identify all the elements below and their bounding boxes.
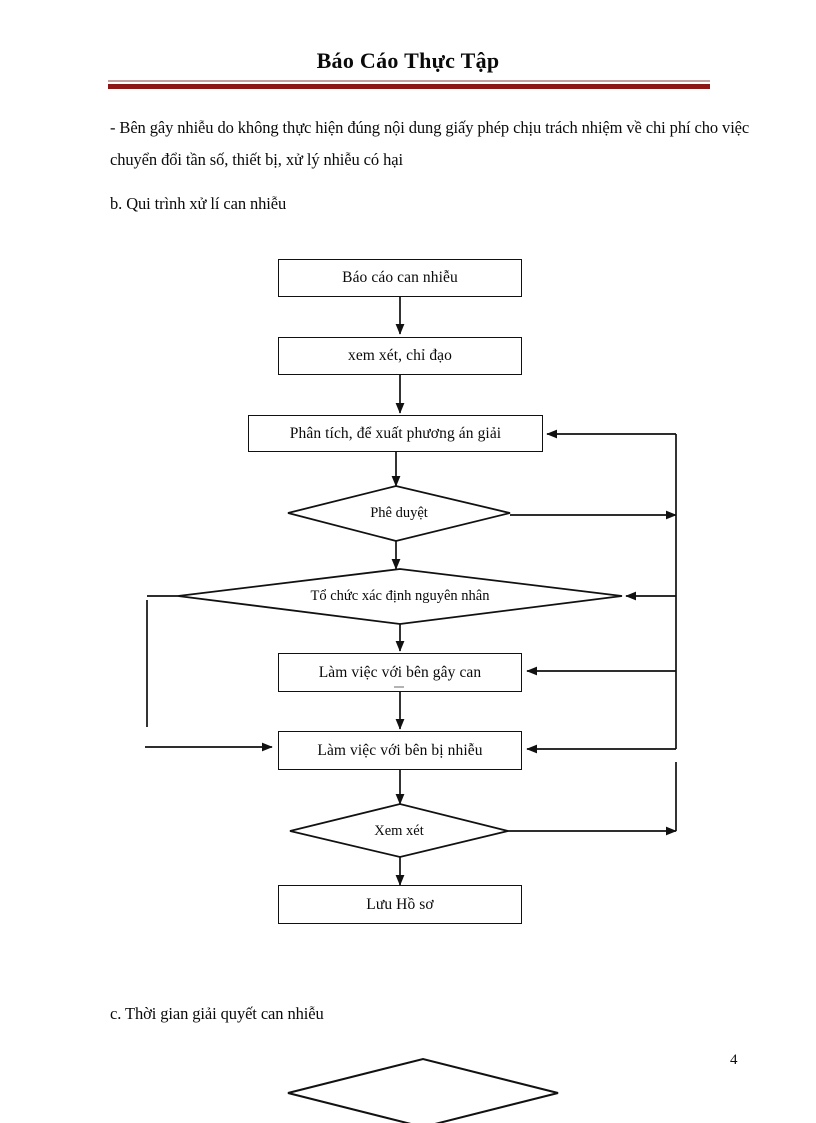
page-header: Báo Cáo Thực Tập — [0, 0, 816, 96]
flow-node-bao-cao-can-nhieu[interactable]: Báo cáo can nhiễu — [278, 259, 522, 297]
page-title: Báo Cáo Thực Tập — [316, 48, 500, 73]
page-number: 4 — [730, 1052, 738, 1068]
heading-section-b: b. Qui trình xử lí can nhiễu — [110, 194, 287, 213]
flow-node-label: Xem xét — [374, 822, 424, 839]
flow-node-label: Làm việc với bên gây can — [318, 663, 482, 681]
flow-node-label: Tổ chức xác định nguyên nhân — [310, 587, 490, 604]
heading-section-c: c. Thời gian giải quyết can nhiễu — [110, 1004, 324, 1023]
scan-artifact-mark — [394, 686, 404, 688]
flow-node-phe-duyet[interactable]: Phê duyệt — [288, 499, 510, 527]
paragraph-responsibility: - Bên gây nhiễu do không thực hiện đúng … — [110, 118, 750, 170]
flow-node-label: Báo cáo can nhiễu — [342, 269, 458, 286]
flow-node-xem-xet-chi-dao[interactable]: xem xét, chỉ đạo — [278, 337, 522, 375]
flow-node-luu-ho-so[interactable]: Lưu Hồ sơ — [278, 885, 522, 924]
flow-node-label: xem xét, chỉ đạo — [347, 347, 453, 364]
flow-node-lam-viec-ben-gay-can[interactable]: Làm việc với bên gây can — [278, 653, 522, 692]
flow-node-label: Làm việc với bên bị nhiễu — [317, 741, 483, 759]
flow-node-lam-viec-ben-bi-nhieu[interactable]: Làm việc với bên bị nhiễu — [278, 731, 522, 770]
flow-node-xem-xet[interactable]: Xem xét — [290, 817, 508, 845]
diamond-phe-duyet — [287, 485, 511, 542]
flow-node-label: Phê duyệt — [370, 504, 428, 521]
flow-node-to-chuc-xac-dinh[interactable]: Tổ chức xác định nguyên nhân — [178, 582, 622, 610]
diamond-to-chuc-xac-dinh — [177, 568, 623, 625]
flow-node-label: Lưu Hồ sơ — [366, 895, 434, 913]
header-rule-bottom — [108, 84, 710, 89]
diamond-xem-xet — [289, 803, 509, 858]
flow-node-label: Phân tích, để xuất phương án giải — [289, 424, 502, 442]
diamond-empty-bottom — [287, 1057, 559, 1123]
flow-node-phan-tich-de-xuat[interactable]: Phân tích, để xuất phương án giải — [248, 415, 543, 452]
header-rule-top — [108, 80, 710, 82]
